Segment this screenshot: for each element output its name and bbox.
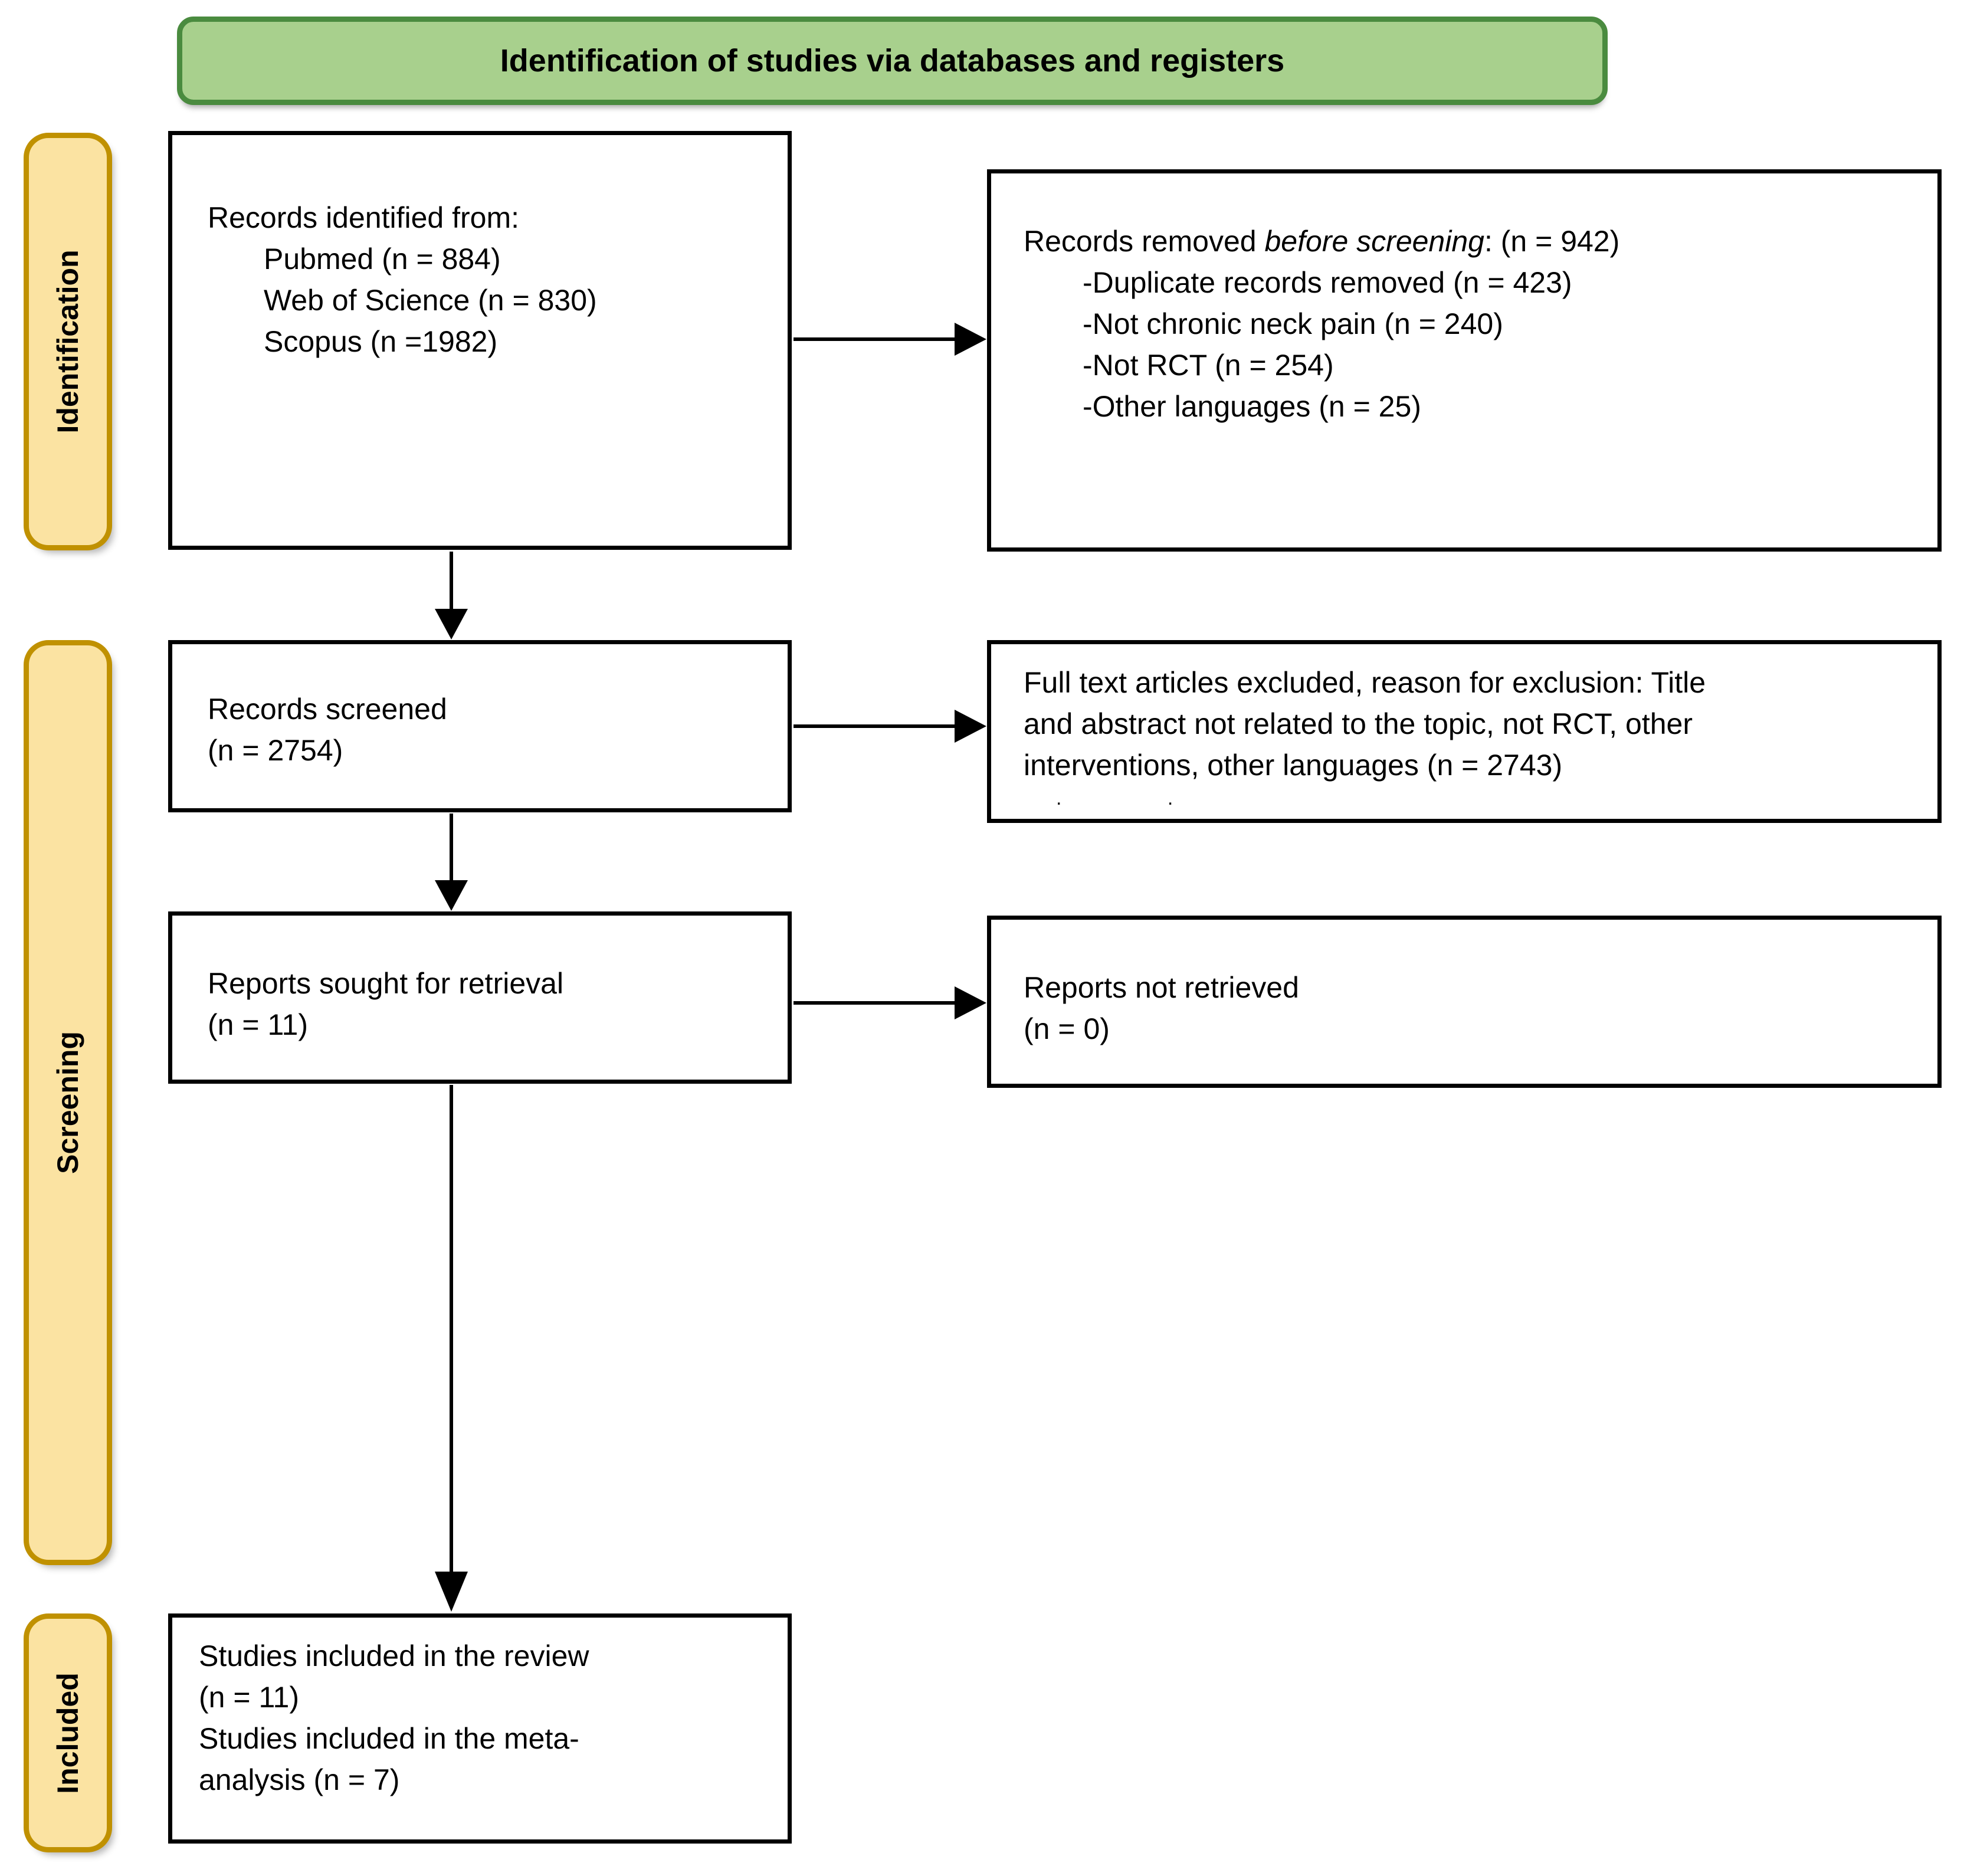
- stage-text-screening: Screening: [51, 1031, 84, 1174]
- stage-text-identification: Identification: [51, 250, 84, 434]
- box-records-removed: Records removed before screening: (n = 9…: [987, 169, 1942, 552]
- records-removed-item-other-languages: -Other languages (n = 25): [1083, 390, 1421, 423]
- studies-included-line4: analysis (n = 7): [199, 1763, 400, 1796]
- records-removed-heading: Records removed before screening: (n = 9…: [1024, 221, 1920, 262]
- records-removed-item-not-rct: -Not RCT (n = 254): [1083, 349, 1334, 382]
- stage-label-included: Included: [24, 1613, 112, 1852]
- reports-not-retrieved-line2: (n = 0): [1024, 1012, 1110, 1045]
- records-removed-heading-suffix: : (n = 942): [1484, 225, 1620, 258]
- reports-sought-line2: (n = 11): [208, 1008, 308, 1041]
- records-removed-heading-italic: before screening: [1264, 225, 1484, 258]
- records-identified-item-wos: Web of Science (n = 830): [264, 284, 597, 317]
- fulltext-excluded-line2: and abstract not related to the topic, n…: [1024, 707, 1693, 740]
- records-identified-item-pubmed: Pubmed (n = 884): [264, 242, 501, 276]
- records-screened-line1: Records screened: [208, 693, 447, 726]
- arrow-identified-to-screened: [435, 552, 468, 639]
- fulltext-excluded-cutoff-text: . .: [1056, 787, 1173, 809]
- arrow-sought-to-included: [435, 1085, 468, 1612]
- records-identified-heading: Records identified from:: [208, 201, 520, 234]
- box-reports-not-retrieved: Reports not retrieved (n = 0): [987, 916, 1942, 1088]
- records-removed-heading-prefix: Records removed: [1024, 225, 1265, 258]
- reports-not-retrieved-line1: Reports not retrieved: [1024, 971, 1299, 1004]
- box-reports-sought: Reports sought for retrieval (n = 11): [168, 911, 792, 1084]
- stage-label-identification: Identification: [24, 133, 112, 550]
- box-records-screened: Records screened (n = 2754): [168, 640, 792, 812]
- box-fulltext-excluded: Full text articles excluded, reason for …: [987, 640, 1942, 823]
- studies-included-line3: Studies included in the meta-: [199, 1722, 579, 1755]
- arrow-screened-to-fulltext-excluded: [794, 710, 986, 743]
- stage-label-screening: Screening: [24, 640, 112, 1565]
- title-text: Identification of studies via databases …: [500, 43, 1285, 78]
- studies-included-line2: (n = 11): [199, 1681, 299, 1714]
- box-records-identified: Records identified from: Pubmed (n = 884…: [168, 131, 792, 550]
- fulltext-excluded-line1: Full text articles excluded, reason for …: [1024, 666, 1706, 699]
- fulltext-excluded-line3: interventions, other languages (n = 2743…: [1024, 749, 1563, 782]
- arrow-identified-to-removed: [794, 323, 986, 356]
- arrow-screened-to-sought: [435, 814, 468, 911]
- records-removed-item-not-neck-pain: -Not chronic neck pain (n = 240): [1083, 307, 1503, 340]
- box-studies-included: Studies included in the review (n = 11) …: [168, 1613, 792, 1844]
- reports-sought-line1: Reports sought for retrieval: [208, 967, 564, 1000]
- records-screened-line2: (n = 2754): [208, 734, 343, 767]
- studies-included-line1: Studies included in the review: [199, 1639, 589, 1672]
- stage-text-included: Included: [51, 1672, 84, 1794]
- arrow-sought-to-not-retrieved: [794, 986, 986, 1019]
- records-identified-item-scopus: Scopus (n =1982): [264, 325, 498, 358]
- records-removed-item-duplicates: -Duplicate records removed (n = 423): [1083, 266, 1572, 299]
- title-banner: Identification of studies via databases …: [177, 17, 1608, 105]
